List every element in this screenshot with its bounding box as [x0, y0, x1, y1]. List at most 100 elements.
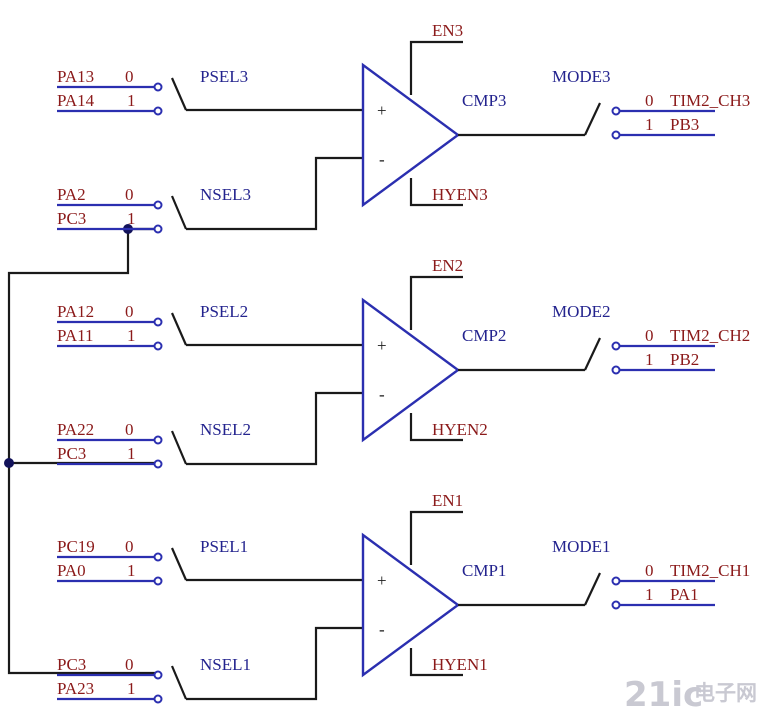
out1-label: PB2 [670, 350, 699, 369]
switch-contact [153, 435, 163, 445]
out1-label: PB3 [670, 115, 699, 134]
psel-in1-label: PA11 [57, 326, 94, 345]
nsel-in0-label: PA22 [57, 420, 94, 439]
hyen-label: HYEN2 [432, 420, 488, 439]
hyen-wire [409, 413, 463, 442]
psel-in0-label: PA12 [57, 302, 94, 321]
out0-sel: 0 [645, 91, 654, 110]
hyen-label: HYEN3 [432, 185, 488, 204]
watermark-cjk: 电子网 [694, 681, 757, 705]
watermark-logo: 21ic 电子网 [624, 675, 757, 715]
mode-label: MODE1 [552, 537, 611, 556]
switch-contact [611, 106, 621, 116]
nsel-in1-label: PA23 [57, 679, 94, 698]
switch-contact [153, 694, 163, 704]
minus-sign: - [379, 385, 385, 404]
psel-switch-blade [170, 547, 188, 581]
switch-contact [153, 670, 163, 680]
out0-label: TIM2_CH2 [670, 326, 750, 345]
nsel-label: NSEL2 [200, 420, 251, 439]
out0-label: TIM2_CH3 [670, 91, 750, 110]
psel-sel1: 1 [127, 326, 136, 345]
nsel-in0-label: PC3 [57, 655, 86, 674]
psel-in0-label: PC19 [57, 537, 95, 556]
psel-label: PSEL2 [200, 302, 248, 321]
out0-sel: 0 [645, 326, 654, 345]
psel-sel0: 0 [125, 67, 134, 86]
psel-sel0: 0 [125, 537, 134, 556]
switch-contact [611, 130, 621, 140]
nsel-sel0: 0 [125, 655, 134, 674]
psel-switch-blade [170, 312, 188, 346]
mode-switch-blade [584, 337, 601, 371]
mode-switch-blade [584, 572, 601, 606]
nsel-to-minus-wire [186, 626, 363, 701]
out1-sel: 1 [645, 115, 654, 134]
nsel-to-minus-wire [186, 156, 363, 231]
nsel-to-minus-wire [186, 391, 363, 466]
nsel-switch-blade [170, 195, 188, 230]
en-label: EN3 [432, 21, 463, 40]
switch-contact [153, 200, 163, 210]
nsel-label: NSEL3 [200, 185, 251, 204]
en-wire [409, 275, 463, 330]
plus-sign: + [377, 336, 387, 355]
psel-in1-label: PA14 [57, 91, 95, 110]
nsel-sel1: 1 [127, 209, 136, 228]
comparator-triangle [361, 532, 461, 678]
nsel-label: NSEL1 [200, 655, 251, 674]
comparator-triangle [361, 62, 461, 208]
comparator-block-3: PA13 PA14 0 1 PSEL3 PA2 PC3 0 1 NSEL3 EN… [57, 21, 750, 234]
psel-in0-label: PA13 [57, 67, 94, 86]
plus-sign: + [377, 571, 387, 590]
en-wire [409, 510, 463, 565]
minus-sign: - [379, 150, 385, 169]
comparator-triangle [361, 297, 461, 443]
switch-contact [611, 576, 621, 586]
switch-contact [153, 552, 163, 562]
out0-label: TIM2_CH1 [670, 561, 750, 580]
out0-sel: 0 [645, 561, 654, 580]
minus-sign: - [379, 620, 385, 639]
switch-contact [153, 106, 163, 116]
psel-label: PSEL1 [200, 537, 248, 556]
junction-dot [4, 458, 14, 468]
switch-contact [153, 576, 163, 586]
psel-label: PSEL3 [200, 67, 248, 86]
out1-sel: 1 [645, 350, 654, 369]
cmp-label: CMP1 [462, 561, 506, 580]
mode-label: MODE2 [552, 302, 611, 321]
en-label: EN2 [432, 256, 463, 275]
hyen-wire [409, 648, 463, 677]
nsel-sel0: 0 [125, 185, 134, 204]
cmp-label: CMP2 [462, 326, 506, 345]
hyen-wire [409, 178, 463, 207]
switch-contact [153, 317, 163, 327]
nsel-sel1: 1 [127, 679, 136, 698]
out1-label: PA1 [670, 585, 699, 604]
mode-label: MODE3 [552, 67, 611, 86]
mode-switch-blade [584, 102, 601, 136]
nsel-in1-label: PC3 [57, 209, 86, 228]
psel-sel0: 0 [125, 302, 134, 321]
comparator-block-1: PC19 PA0 0 1 PSEL1 PC3 PA23 0 1 NSEL1 EN… [57, 491, 750, 704]
nsel-switch-blade [170, 430, 188, 465]
watermark-latin: 21ic [624, 675, 703, 715]
switch-contact [611, 341, 621, 351]
switch-contact [153, 224, 163, 234]
cmp-label: CMP3 [462, 91, 506, 110]
plus-sign: + [377, 101, 387, 120]
switch-contact [611, 600, 621, 610]
nsel-switch-blade [170, 665, 188, 700]
nsel-in0-label: PA2 [57, 185, 86, 204]
psel-switch-blade [170, 77, 188, 111]
hyen-label: HYEN1 [432, 655, 488, 674]
switch-contact [153, 82, 163, 92]
psel-sel1: 1 [127, 91, 136, 110]
switch-contact [153, 459, 163, 469]
en-label: EN1 [432, 491, 463, 510]
comparator-block-2: PA12 PA11 0 1 PSEL2 PA22 PC3 0 1 NSEL2 E… [57, 256, 750, 469]
nsel-sel1: 1 [127, 444, 136, 463]
psel-in1-label: PA0 [57, 561, 86, 580]
